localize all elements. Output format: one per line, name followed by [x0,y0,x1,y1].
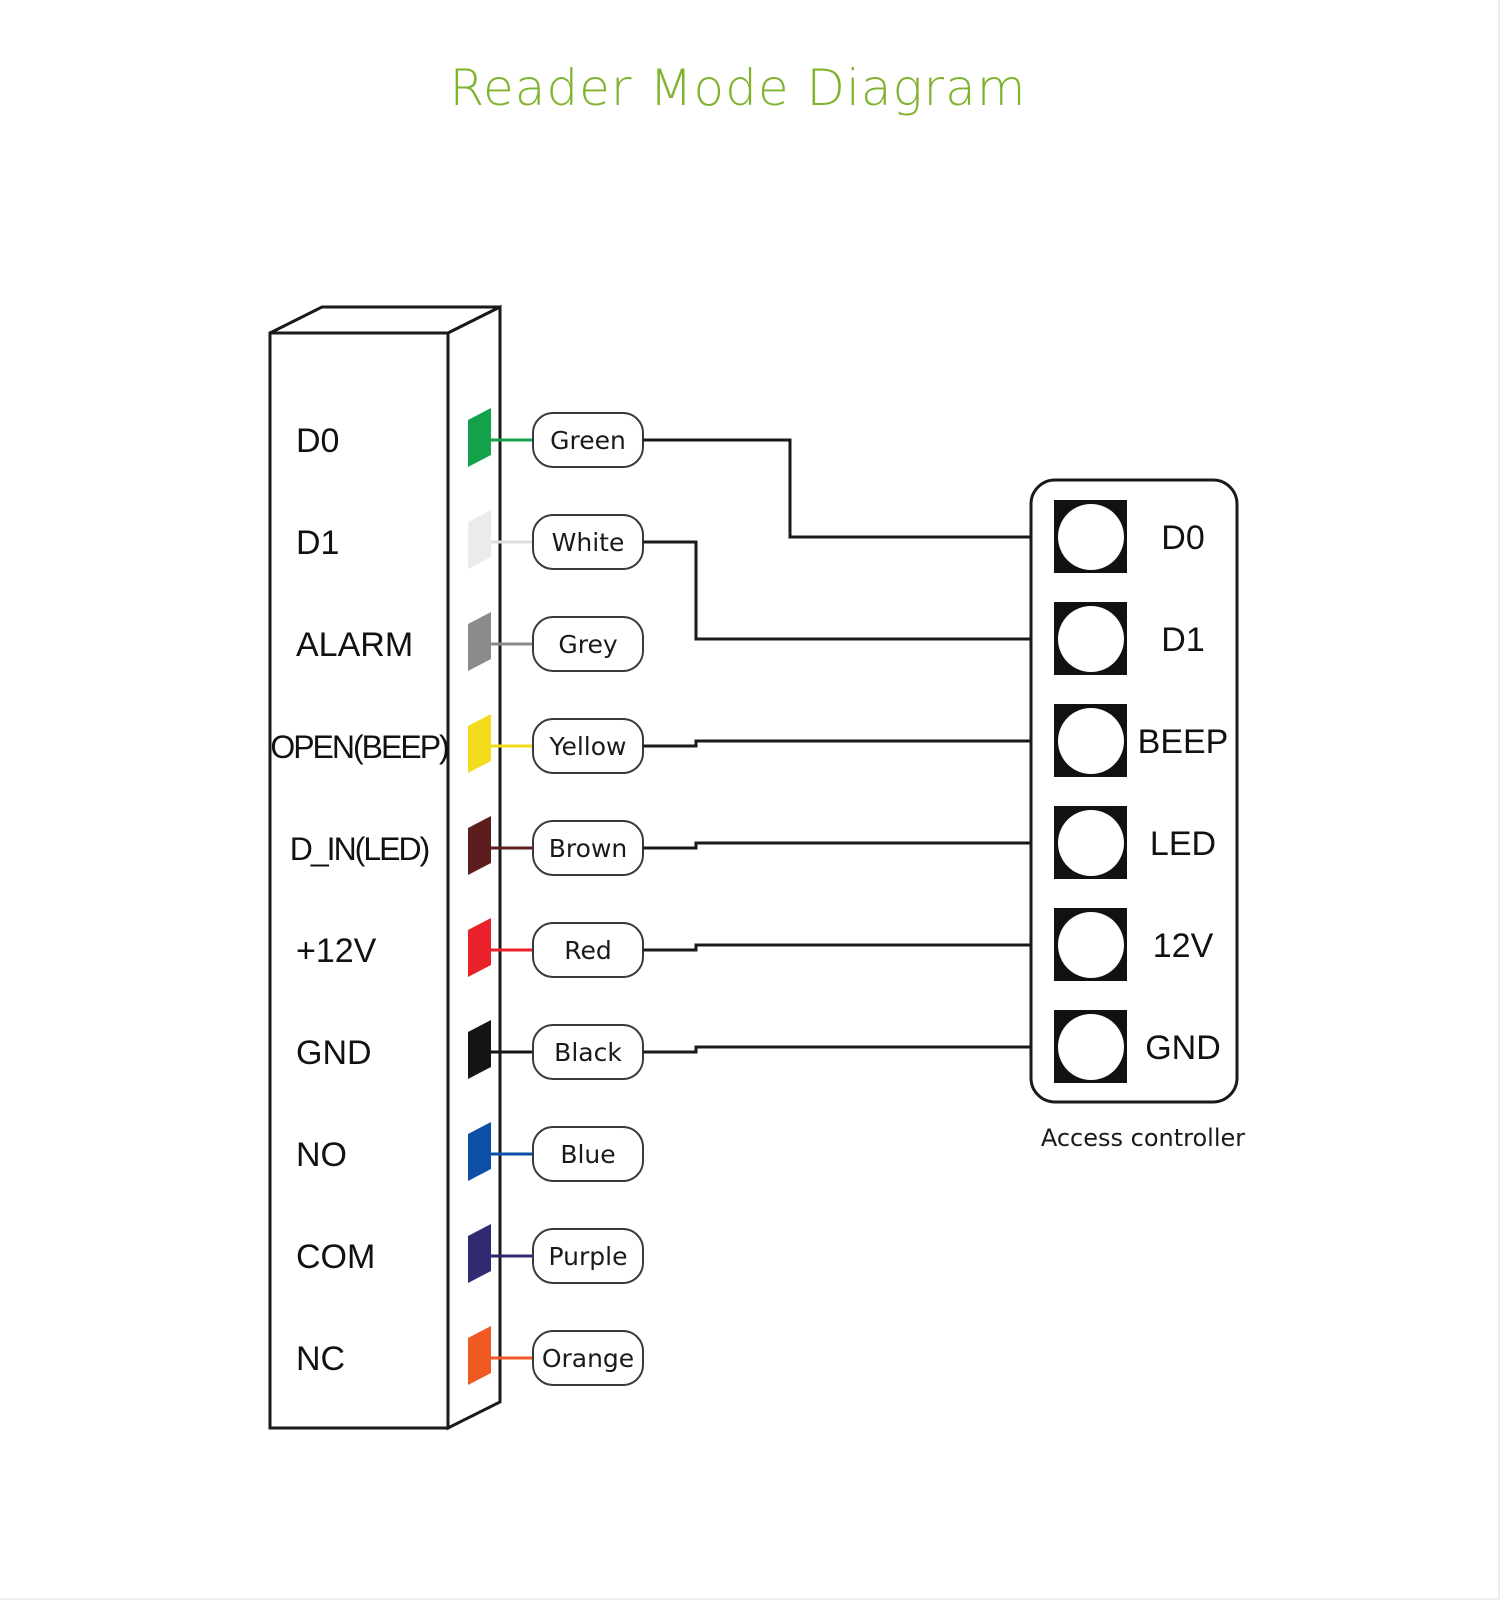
blue-wire-color-swatch [468,1122,491,1181]
reader-pin-12v: +12V Red [296,918,644,978]
reader-pin-d0: D0 Green [296,408,644,468]
controller-terminal-led: LED [1054,806,1216,879]
reader-pin-nc: NC Orange [296,1326,644,1386]
reader-pin-d-in-led: D_IN(LED) Brown [290,816,644,876]
access-controller-caption: Access controller [1041,1124,1245,1152]
wire-color-label: Brown [549,834,627,863]
screw-terminal-icon [1058,912,1124,978]
wire-label-pill [532,1330,644,1386]
green-wire-color-swatch [468,408,491,467]
wire-color-label: Red [564,936,612,965]
controller-terminal-d1: D1 [1054,602,1205,675]
connection-yellow-to-beep [643,739,1031,748]
diagram-title: Reader Mode Diagram [450,59,1027,117]
image-bottom-edge [0,1598,1500,1600]
pin-label: D_IN(LED) [290,831,429,867]
reader-pin-gnd: GND Black [296,1020,644,1080]
screw-terminal-icon [1058,810,1124,876]
controller-terminal-label: 12V [1153,927,1214,965]
pin-label: NC [296,1340,345,1378]
controller-terminal-label: D0 [1161,519,1204,557]
pin-label: GND [296,1034,372,1072]
reader-pin-d1: D1 White [296,510,644,570]
wire-color-label: White [552,528,625,557]
image-right-edge [1498,0,1500,1600]
controller-terminal-d0: D0 [1054,500,1205,573]
controller-terminal-beep: BEEP [1054,704,1228,777]
wire-color-label: Yellow [549,732,627,761]
access-controller-housing [1029,478,1239,1104]
controller-terminal-gnd: GND [1054,1010,1221,1083]
wire-color-label: Green [550,426,626,455]
screw-terminal-icon [1058,708,1124,774]
screw-terminal-icon [1058,504,1124,570]
pin-label: D1 [296,524,339,562]
controller-terminal-label: GND [1145,1029,1221,1067]
wire-color-label: Blue [560,1140,615,1169]
pin-label: ALARM [296,626,413,664]
red-wire-color-swatch [468,918,491,977]
white-wire-color-swatch [468,510,491,569]
connection-black-to-gnd [643,1045,1031,1054]
pin-label: NO [296,1136,347,1174]
black-wire-color-swatch [468,1020,491,1079]
pin-label: COM [296,1238,375,1276]
wire-color-label: Purple [549,1242,628,1271]
wire-label-pill [532,1126,644,1182]
reader-pin-no: NO Blue [296,1122,644,1182]
controller-terminal-label: BEEP [1138,723,1229,761]
screw-terminal-icon [1058,606,1124,672]
yellow-wire-color-swatch [468,714,491,773]
wire-color-label: Grey [558,630,617,659]
pin-label: OPEN(BEEP) [270,729,448,765]
reader-pin-open-beep: OPEN(BEEP) Yellow [270,714,644,774]
card-reader-body [268,304,502,1431]
controller-terminal-label: D1 [1161,621,1204,659]
controller-terminal-12v: 12V [1054,908,1214,981]
reader-pin-com: COM Purple [296,1224,644,1284]
wire-color-label: Orange [542,1344,634,1373]
grey-wire-color-swatch [468,612,491,671]
orange-wire-color-swatch [468,1326,491,1385]
wire-label-pill [532,616,644,672]
connection-white-to-d1 [643,540,1031,641]
controller-terminal-label: LED [1150,825,1216,863]
wire-label-pill [532,1228,644,1284]
connection-green-to-d0 [643,438,1031,539]
screw-terminal-icon [1058,1014,1124,1080]
pin-label: +12V [296,932,377,970]
purple-wire-color-swatch [468,1224,491,1283]
reader-pin-alarm: ALARM Grey [296,612,644,672]
connection-brown-to-led [643,841,1031,850]
connection-red-to-12v [643,943,1031,952]
wire-color-label: Black [554,1038,622,1067]
brown-wire-color-swatch [468,816,491,875]
wire-connections [643,438,1031,1054]
pin-label: D0 [296,422,339,460]
